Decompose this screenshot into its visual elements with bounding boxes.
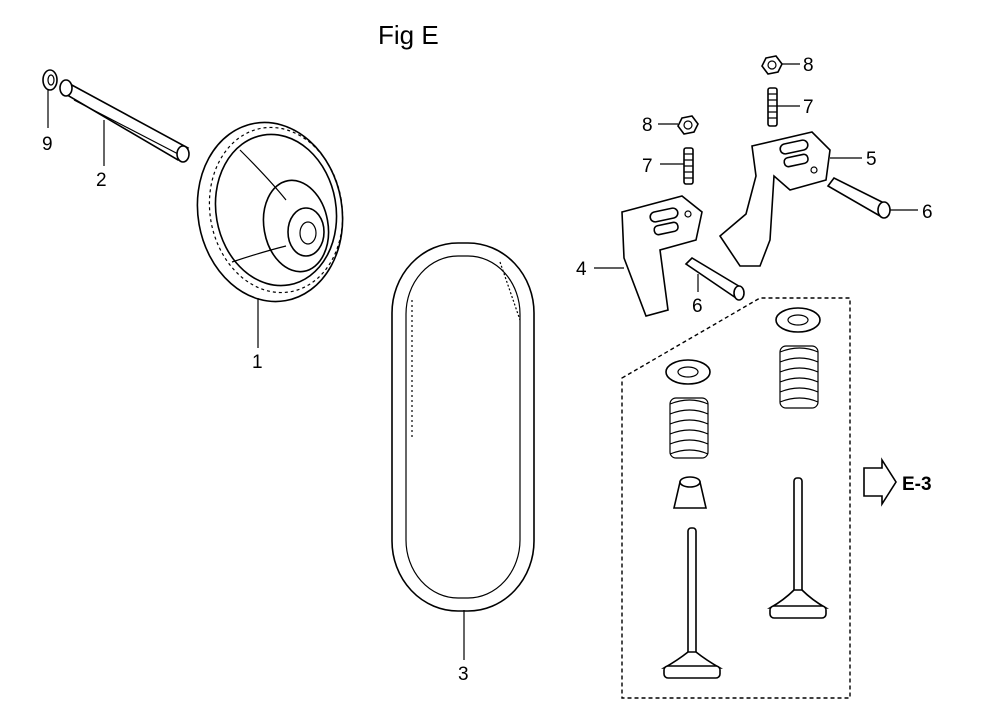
callout-7-left: 7 [642,156,653,177]
stud-left-part [683,147,694,185]
washer-part [42,69,58,91]
valve-group-parts [660,307,830,679]
stud-right-part [767,87,778,127]
reference-label: E-3 [902,474,932,495]
callout-1: 1 [252,352,263,373]
pin-right-part [826,176,891,219]
callout-8-right: 8 [803,55,814,76]
rocker-arm-right-part [718,131,831,267]
figure-title: Fig E [378,20,439,50]
callout-5: 5 [866,149,877,170]
nut-left-part [677,115,699,135]
nut-right-part [761,55,783,75]
callout-9: 9 [42,134,53,155]
pulley-part [196,121,344,303]
shaft-part [59,79,190,163]
callout-3: 3 [458,664,469,685]
callout-8-left: 8 [642,115,653,136]
rocker-arm-left-part [621,195,703,317]
pin-left-part [684,256,745,301]
belt-part [391,242,535,612]
callout-6-right: 6 [922,202,933,223]
valve-group-outline [621,297,851,699]
callout-6-left: 6 [692,296,703,317]
callout-7-right: 7 [803,97,814,118]
reference-arrow-icon [863,457,897,507]
callout-4: 4 [576,259,587,280]
callout-2: 2 [96,170,107,191]
